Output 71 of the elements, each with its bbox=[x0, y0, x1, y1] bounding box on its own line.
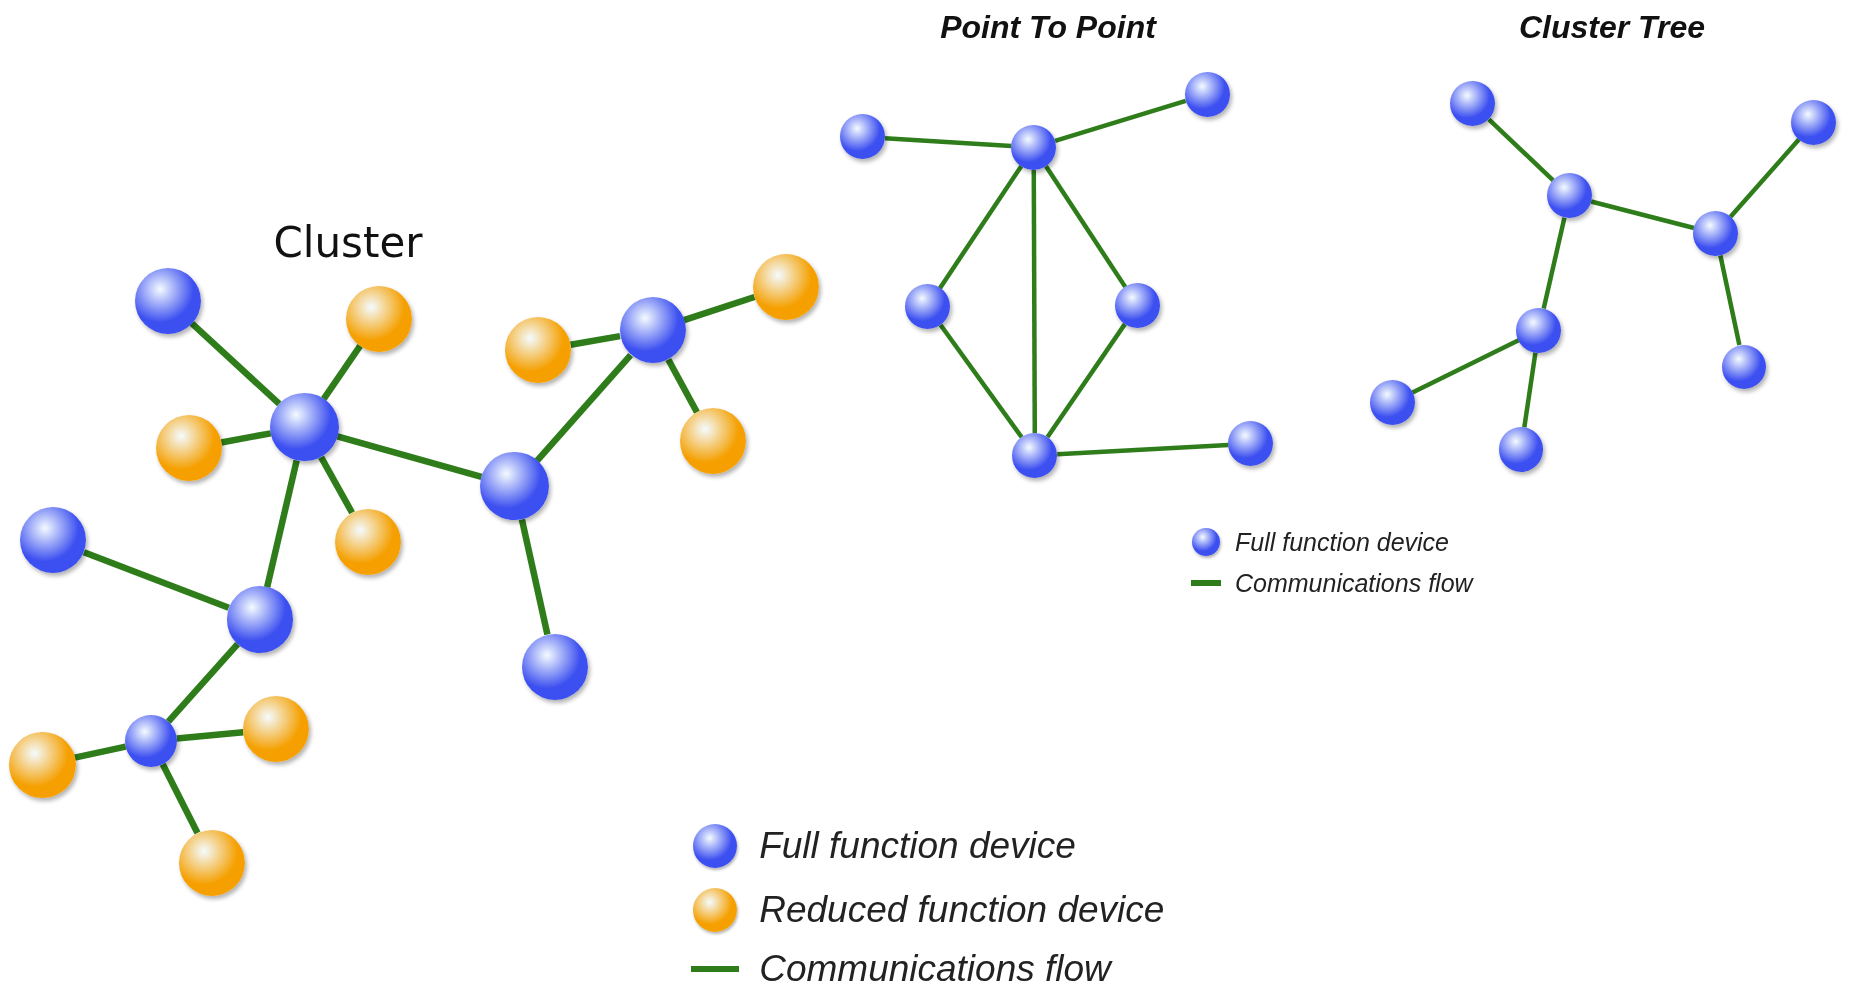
connection-line bbox=[318, 455, 355, 515]
device-sphere bbox=[155, 415, 222, 482]
device-sphere bbox=[9, 731, 76, 798]
legend-text: Full function device bbox=[759, 825, 1076, 867]
connection-line bbox=[682, 293, 756, 324]
connection-line bbox=[1057, 442, 1229, 457]
device-sphere bbox=[1516, 307, 1562, 353]
device-sphere bbox=[270, 392, 339, 462]
connection-line bbox=[1054, 98, 1187, 144]
connection-line bbox=[321, 344, 363, 401]
device-sphere bbox=[1791, 100, 1837, 146]
device-sphere bbox=[125, 715, 177, 767]
device-sphere bbox=[179, 829, 246, 896]
connection-line bbox=[1487, 117, 1555, 183]
device-sphere bbox=[1115, 283, 1160, 328]
connection-line bbox=[884, 136, 1012, 149]
legend-text: Full function device bbox=[1235, 527, 1449, 557]
group-title: Cluster bbox=[273, 217, 423, 267]
device-sphere bbox=[1721, 344, 1767, 390]
device-sphere bbox=[840, 114, 885, 160]
device-sphere bbox=[521, 633, 588, 700]
connection-line bbox=[74, 743, 127, 761]
connection-line bbox=[570, 332, 621, 348]
legend-text: Communications flow bbox=[759, 948, 1111, 989]
device-sphere bbox=[1369, 379, 1415, 425]
connection-line bbox=[938, 323, 1024, 439]
connection-line bbox=[1522, 352, 1538, 428]
connection-line bbox=[165, 641, 240, 724]
connection-line bbox=[938, 164, 1024, 290]
device-sphere bbox=[20, 507, 87, 574]
connection-line bbox=[665, 357, 700, 414]
device-sphere bbox=[505, 317, 572, 384]
connection-line bbox=[1411, 338, 1520, 395]
device-sphere bbox=[1498, 427, 1544, 472]
device-sphere bbox=[1011, 125, 1057, 170]
group-title: Cluster Tree bbox=[1518, 8, 1706, 46]
device-sphere bbox=[345, 285, 412, 352]
device-sphere bbox=[134, 267, 201, 334]
connection-line bbox=[82, 549, 230, 611]
group-title: Point To Point bbox=[940, 8, 1156, 46]
device-sphere bbox=[1228, 421, 1274, 467]
device-sphere bbox=[480, 451, 549, 521]
connection-line bbox=[336, 433, 483, 481]
device-sphere bbox=[243, 696, 310, 763]
connection-line bbox=[1045, 322, 1127, 439]
device-sphere bbox=[335, 508, 402, 575]
device-sphere bbox=[1450, 81, 1496, 127]
connection-line bbox=[220, 430, 272, 446]
device-sphere bbox=[619, 297, 686, 364]
device-sphere bbox=[1693, 211, 1739, 257]
device-sphere bbox=[226, 586, 293, 653]
device-sphere bbox=[905, 284, 950, 330]
connection-line bbox=[263, 459, 300, 589]
device-sphere bbox=[1184, 71, 1230, 117]
device-sphere bbox=[679, 408, 746, 475]
connection-line bbox=[1728, 138, 1801, 219]
connection-line bbox=[1590, 199, 1695, 231]
connection-line bbox=[189, 320, 282, 407]
device-sphere bbox=[1546, 173, 1592, 219]
connection-line bbox=[1031, 169, 1037, 434]
connection-line bbox=[1044, 165, 1128, 289]
connection-line bbox=[176, 729, 244, 742]
legend-text: Communications flow bbox=[1235, 568, 1473, 598]
connection-line bbox=[159, 762, 201, 835]
device-sphere bbox=[752, 253, 819, 320]
connection-line bbox=[1541, 217, 1567, 310]
connection-line bbox=[518, 518, 551, 636]
device-sphere bbox=[1012, 433, 1058, 478]
connection-line bbox=[534, 352, 634, 463]
legend-text: Reduced function device bbox=[759, 889, 1165, 931]
connection-line bbox=[1718, 255, 1742, 346]
